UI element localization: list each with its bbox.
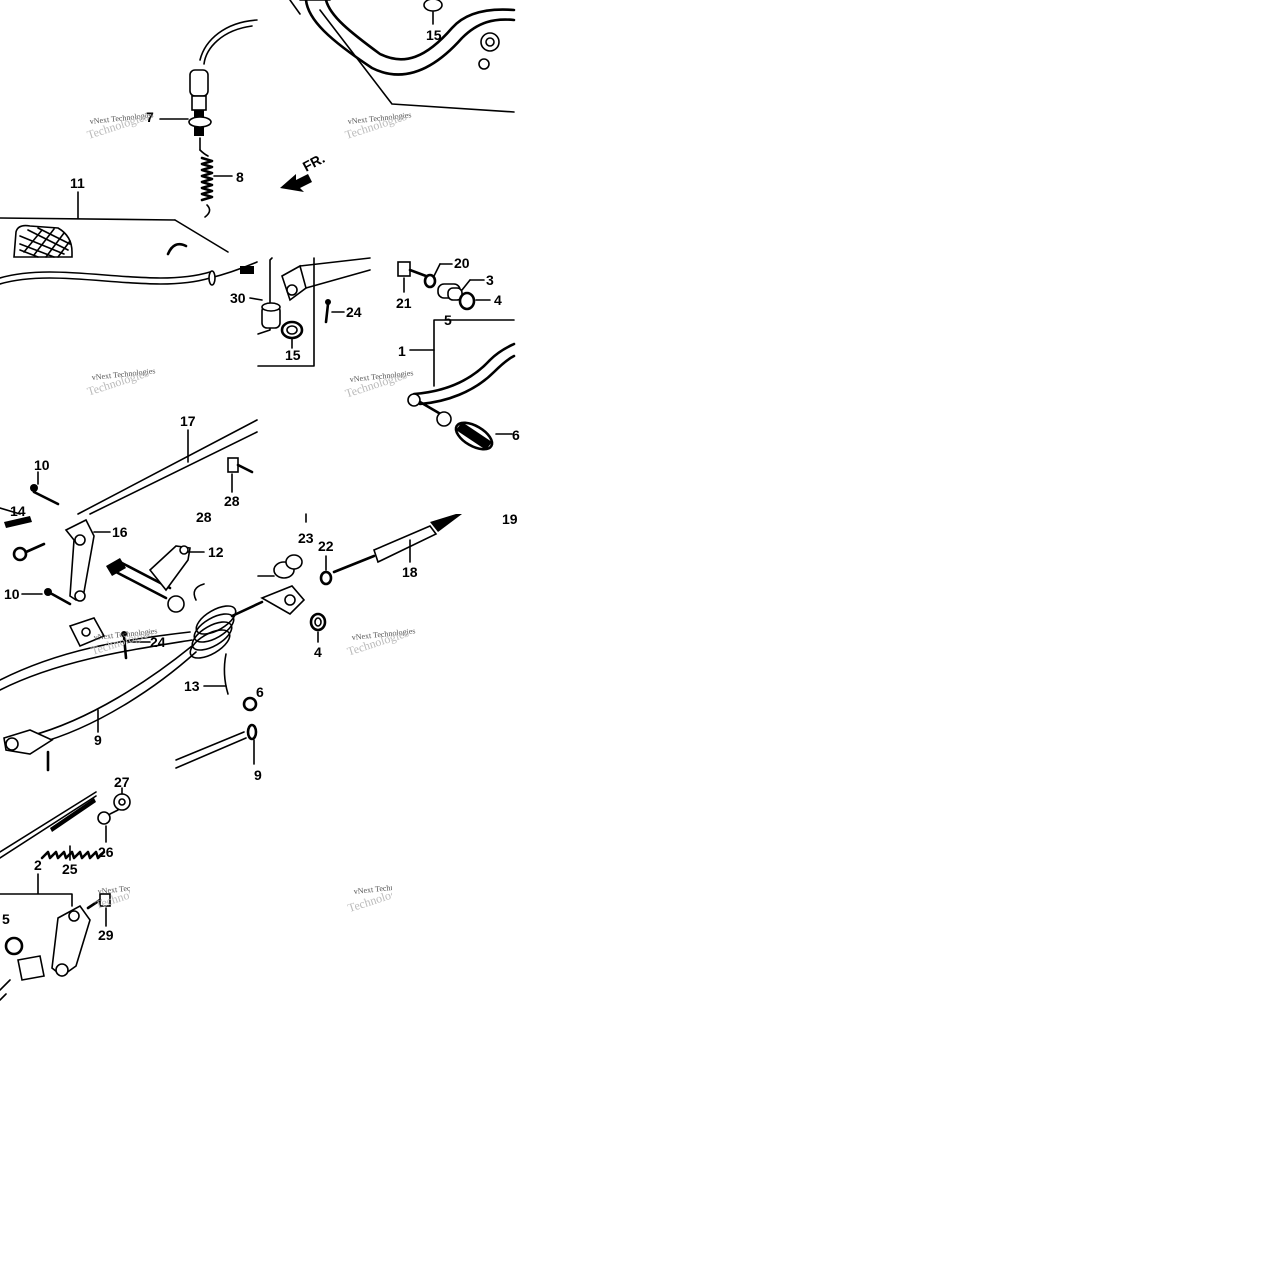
label-5-lower: 5 xyxy=(2,911,10,927)
label-11: 11 xyxy=(70,175,85,191)
joint-26 xyxy=(97,809,119,825)
brake-cable-upper xyxy=(199,19,258,61)
label-22: 22 xyxy=(318,538,334,554)
spring-25 xyxy=(40,850,106,860)
watermarks: vNext Technologies Technologies vNext Te… xyxy=(85,109,416,659)
label-1: 1 xyxy=(398,343,406,359)
label-30: 30 xyxy=(230,290,246,306)
joint-23 xyxy=(230,554,306,618)
adjuster-rod-18 xyxy=(332,514,462,574)
label-23: 23 xyxy=(298,530,314,546)
tile-cable-spring xyxy=(0,19,312,258)
label-15-lower: 15 xyxy=(285,347,301,363)
label-7: 7 xyxy=(146,109,154,125)
brake-pedal-pad xyxy=(13,224,73,258)
bolt-28-upper xyxy=(227,457,254,474)
label-29: 29 xyxy=(98,927,114,943)
collar-30 xyxy=(261,302,281,329)
brake-cable-lower xyxy=(0,261,258,285)
tile-brake-arm xyxy=(0,516,258,772)
pivot-bolt-21 xyxy=(397,261,428,278)
tile-adjuster xyxy=(0,787,131,1001)
label-19: 19 xyxy=(502,511,518,527)
brake-rod-17 xyxy=(77,419,258,515)
rod-9 xyxy=(0,631,197,745)
label-6-upper: 6 xyxy=(512,427,520,443)
washer-15-lower xyxy=(280,320,304,340)
brake-return-spring xyxy=(200,156,214,218)
watermark-4: vNext Technologies Technologies xyxy=(343,368,413,401)
label-26: 26 xyxy=(98,844,114,860)
clevis-lower xyxy=(68,617,106,648)
label-10-lower: 10 xyxy=(4,586,20,602)
label-18: 18 xyxy=(402,564,418,580)
nut-4-upper xyxy=(458,291,476,311)
label-15-upper: 15 xyxy=(426,27,442,43)
bolt-10-lower xyxy=(44,588,72,606)
tile-pivot-parts xyxy=(249,257,516,451)
return-spring-13 xyxy=(189,583,237,695)
label-9-lower: 9 xyxy=(254,767,262,783)
label-5-upper: 5 xyxy=(444,312,452,328)
label-6-lower: 6 xyxy=(256,684,264,700)
cable-boot xyxy=(189,69,209,97)
watermark-2: vNext Technologies Technologies xyxy=(343,109,412,142)
label-14: 14 xyxy=(10,503,26,519)
nut-27 xyxy=(113,793,131,811)
tile-rod-joint xyxy=(230,513,462,643)
label-13: 13 xyxy=(184,678,200,694)
label-12: 12 xyxy=(208,544,224,560)
brake-rod-2 xyxy=(0,791,97,859)
watermark-1: vNext Technologies Technologies xyxy=(85,109,154,142)
brake-pedal-arm xyxy=(304,0,516,76)
label-24-upper: 24 xyxy=(346,304,362,320)
label-16: 16 xyxy=(112,524,128,540)
washer-15-upper xyxy=(423,0,443,12)
label-4-upper: 4 xyxy=(494,292,502,308)
brake-shaft-12 xyxy=(106,545,191,613)
label-28-partial: 28 xyxy=(196,509,212,525)
bolt-29 xyxy=(86,893,111,910)
nut-bolt-left xyxy=(12,542,46,562)
label-24-lower: 24 xyxy=(150,634,166,650)
brake-lever-16 xyxy=(64,518,95,602)
label-27: 27 xyxy=(114,774,130,790)
pivot-collar-3 xyxy=(437,283,463,301)
shift-pedal-arm xyxy=(407,342,516,427)
watermark-3: vNext Technologies Technologies xyxy=(85,366,155,399)
label-28-upper: 28 xyxy=(224,493,240,509)
tile-cable-rod xyxy=(0,261,258,515)
label-17: 17 xyxy=(180,413,196,429)
bolt-10-upper xyxy=(30,484,60,506)
pedal-rubber-6 xyxy=(454,421,494,451)
label-3: 3 xyxy=(486,272,494,288)
nut-4-lower xyxy=(309,612,327,632)
label-4-lower: 4 xyxy=(314,644,322,660)
brake-arm-lower xyxy=(4,904,91,981)
label-9-rod: 9 xyxy=(94,732,102,748)
label-10-upper: 10 xyxy=(34,457,50,473)
label-20: 20 xyxy=(454,255,470,271)
watermark-6: vNext Technologies Technologies xyxy=(345,626,415,659)
label-8: 8 xyxy=(236,169,244,185)
label-21: 21 xyxy=(396,295,412,311)
part-labels: 1 2 3 4 4 5 5 6 6 7 8 9 9 10 10 11 12 13… xyxy=(2,27,520,943)
nut-22 xyxy=(319,570,333,586)
cotter-pin-24-upper xyxy=(324,299,331,324)
label-2: 2 xyxy=(34,857,42,873)
front-direction-arrow xyxy=(280,174,312,192)
label-25: 25 xyxy=(62,861,78,877)
watermark-7-fragment: vNext Technologies Technologies xyxy=(93,879,130,910)
tile-pedal-arm xyxy=(289,0,516,113)
brake-clevis-upper xyxy=(281,257,371,302)
nut-6-lower xyxy=(242,696,258,712)
pin-14 xyxy=(4,516,32,528)
cotter-pin-24-lower xyxy=(121,631,128,660)
rod-end-9-lower xyxy=(175,723,258,769)
rod-end-left xyxy=(3,729,54,772)
watermark-8-fragment: vNext Technologies Technologies xyxy=(346,880,392,915)
front-direction-label: FR. xyxy=(300,150,327,175)
washer-20 xyxy=(423,273,437,289)
